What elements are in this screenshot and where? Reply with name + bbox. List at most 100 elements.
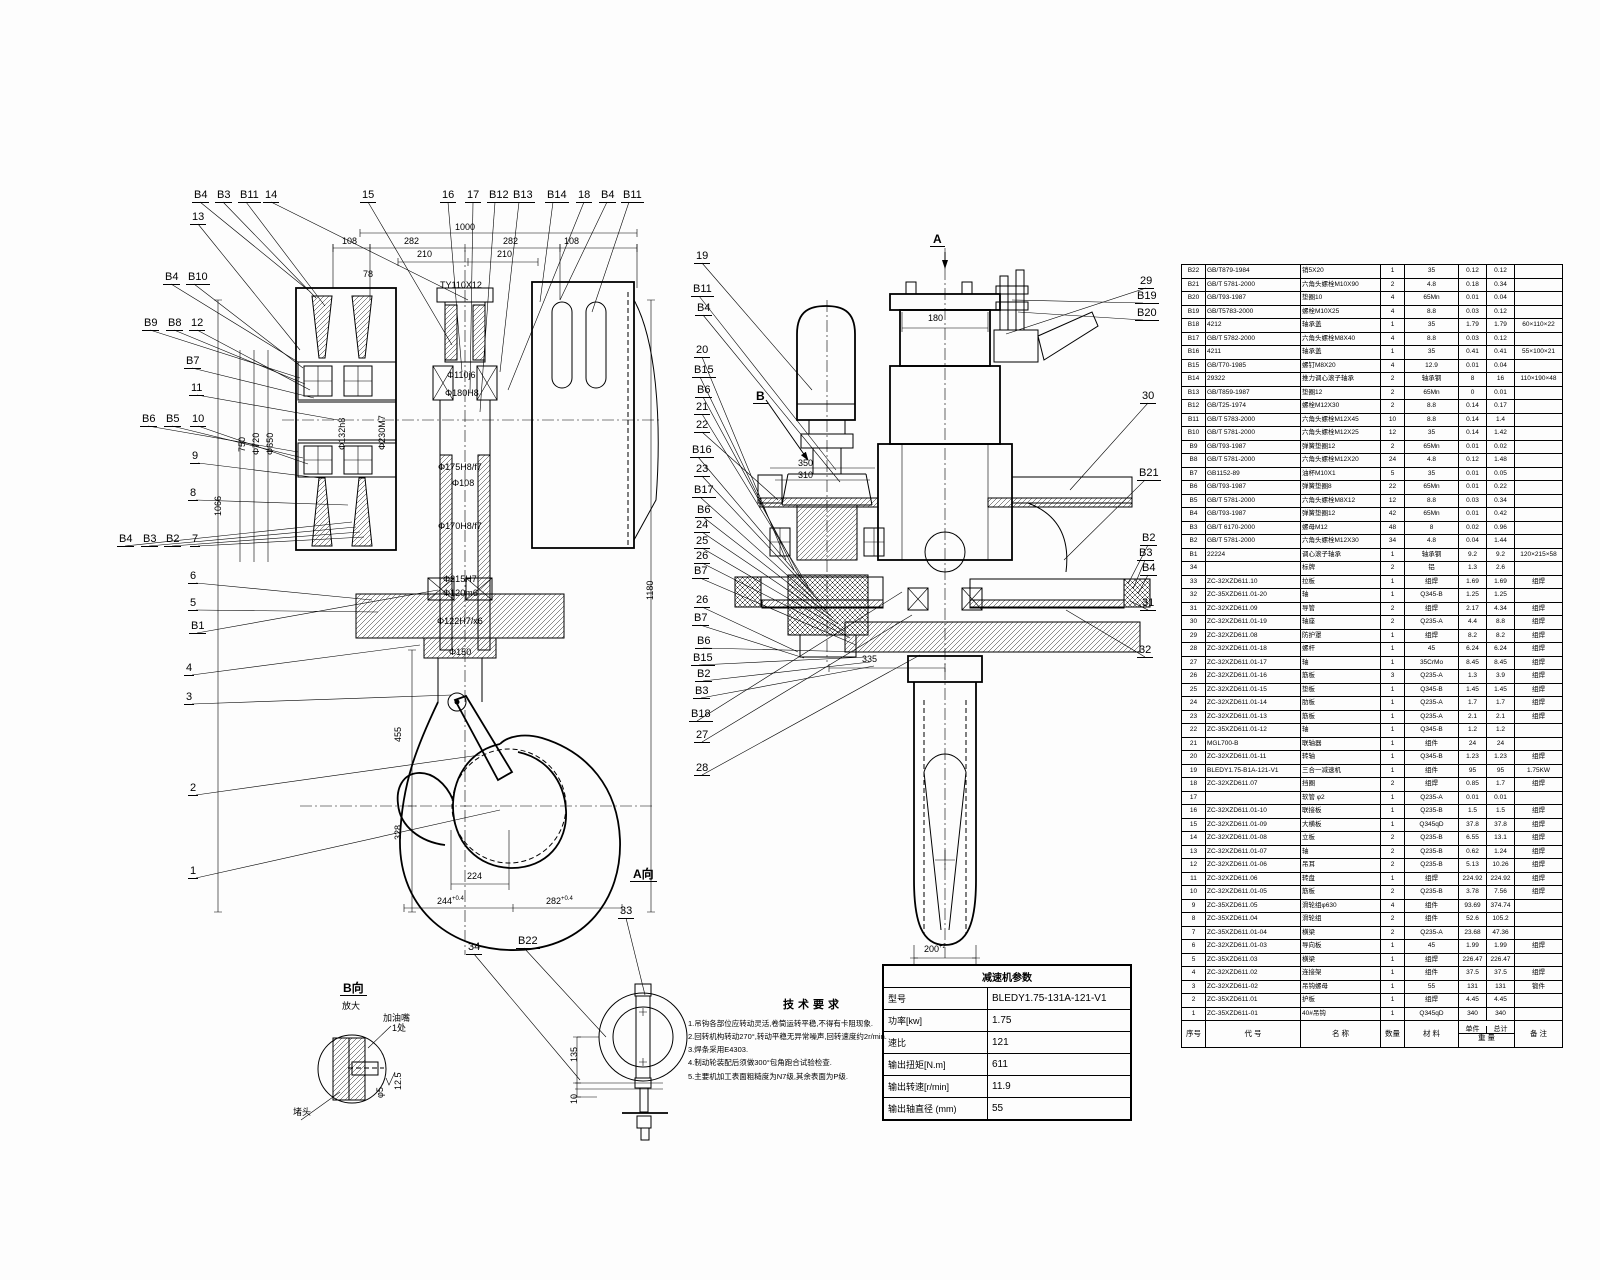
spec-param-value: 1.75	[987, 1009, 1132, 1032]
bom-cell-name: 六角头螺栓M10X90	[1300, 277, 1381, 292]
bom-cell-unit-weight: 0.14	[1458, 412, 1487, 427]
callout-7: 7	[190, 533, 201, 547]
callout-B19: B19	[1135, 290, 1159, 304]
bom-cell-total-weight: 7.56	[1486, 885, 1515, 900]
bom-cell-unit-weight: 3.78	[1458, 885, 1487, 900]
bom-cell-total-weight: 374.74	[1486, 898, 1515, 913]
bom-cell-remark: 组焊	[1514, 709, 1563, 724]
bom-cell-material: 组件	[1404, 763, 1459, 778]
bom-cell-material: 35	[1404, 426, 1459, 441]
bom-cell-no: B12	[1181, 399, 1206, 414]
bom-cell-no: 27	[1181, 655, 1206, 670]
bom-cell-unit-weight: 0.01	[1458, 358, 1487, 373]
label-244: 244+0.4	[437, 896, 464, 906]
bom-cell-qty: 1	[1380, 750, 1405, 765]
leader-21	[701, 413, 809, 587]
bom-cell-total-weight: 1.23	[1486, 750, 1515, 765]
bom-cell-total-weight: 0.34	[1486, 493, 1515, 508]
callout-B3: B3	[141, 533, 159, 547]
bom-cell-total-weight: 37.8	[1486, 817, 1515, 832]
bom-row: 22 ZC-35XZD611.01-12 轴 1 Q345-B 1.2 1.2	[1181, 723, 1563, 738]
callout-B7: B7	[184, 355, 202, 369]
spec-row: 输出轴直径 (mm) 55	[882, 1097, 1132, 1121]
bom-cell-remark: 60×110×22	[1514, 318, 1563, 333]
bom-cell-material: 4.8	[1404, 277, 1459, 292]
leader-6	[195, 582, 373, 601]
bom-cell-qty: 1	[1380, 345, 1405, 360]
bom-cell-name: 联接板	[1300, 804, 1381, 819]
bom-cell-material: 8	[1404, 520, 1459, 535]
callout-12: 12	[189, 317, 206, 331]
callout-B18: B18	[689, 708, 713, 722]
callout-B3: B3	[693, 685, 711, 699]
label-Φ215H7: Φ215H7	[443, 574, 477, 584]
bom-cell-unit-weight: 1.99	[1458, 939, 1487, 954]
bom-cell-code: BLEDY1.75-B1A-121-V1	[1205, 763, 1301, 778]
bom-cell-code: GB/T93-1987	[1205, 439, 1301, 454]
leader-B11	[698, 295, 837, 471]
label-TY110X12: TY110X12	[440, 280, 482, 290]
bom-cell-unit-weight: 8.2	[1458, 628, 1487, 643]
bom-cell-no: 11	[1181, 871, 1206, 886]
bom-cell-unit-weight: 0.04	[1458, 534, 1487, 549]
bom-cell-material: 35CrMo	[1404, 655, 1459, 670]
bom-cell-total-weight: 3.9	[1486, 669, 1515, 684]
bom-cell-no: 16	[1181, 804, 1206, 819]
bom-cell-no: 8	[1181, 912, 1206, 927]
bom-cell-no: 12	[1181, 858, 1206, 873]
bom-cell-total-weight: 0.04	[1486, 291, 1515, 306]
callout-1: 1	[188, 865, 199, 879]
label-12.5: 12.5	[393, 1072, 403, 1090]
bom-cell-no: 18	[1181, 777, 1206, 792]
bom-cell-material: Q235-A	[1404, 696, 1459, 711]
reducer-spec-table: 减速机参数 型号 BLEDY1.75-131A-121-V1 功率[kw] 1.…	[882, 964, 1132, 1121]
bom-cell-no: B20	[1181, 291, 1206, 306]
bom-row: 28 ZC-32XZD611.01-18 螺杆 1 45 6.24 6.24 组…	[1181, 642, 1563, 657]
bom-cell-unit-weight: 0.02	[1458, 520, 1487, 535]
a-view-detail	[573, 983, 688, 1141]
leader-B20	[1017, 311, 1144, 321]
tech-requirements-title: 技术要求	[783, 999, 843, 1011]
bom-cell-remark: 组焊	[1514, 871, 1563, 886]
label-282: 282+0.4	[546, 896, 573, 906]
bom-cell-remark	[1514, 1006, 1563, 1021]
label-1180: 1180	[645, 580, 655, 600]
bom-cell-qty: 1	[1380, 682, 1405, 697]
bom-cell-material: 55	[1404, 979, 1459, 994]
bom-cell-total-weight: 0.42	[1486, 507, 1515, 522]
bom-cell-no: B4	[1181, 507, 1206, 522]
leader-B9	[149, 329, 301, 379]
bom-cell-qty: 1	[1380, 547, 1405, 562]
bom-cell-total-weight: 1.7	[1486, 696, 1515, 711]
bom-cell-no: B21	[1181, 277, 1206, 292]
label-78: 78	[363, 269, 374, 279]
bom-cell-remark: 组焊	[1514, 574, 1563, 589]
callout-B5: B5	[164, 413, 182, 427]
bom-cell-unit-weight: 0.12	[1458, 264, 1487, 279]
bom-cell-material: Q235-B	[1404, 804, 1459, 819]
bom-cell-total-weight: 1.45	[1486, 682, 1515, 697]
bom-cell-total-weight: 0.12	[1486, 331, 1515, 346]
callout-13: 13	[190, 211, 207, 225]
leader-7	[197, 536, 365, 547]
spec-param-value: 121	[987, 1031, 1132, 1054]
leader-18	[507, 201, 585, 391]
bom-cell-qty: 2	[1380, 277, 1405, 292]
callout-B21: B21	[1137, 467, 1161, 481]
bom-cell-no: B2	[1181, 534, 1206, 549]
bom-row: 4 ZC-32XZD611.02 连接架 1 组件 37.5 37.5 组焊	[1181, 966, 1563, 981]
label-335: 335	[862, 654, 878, 664]
bom-cell-code: GB/T 5781-2000	[1205, 277, 1301, 292]
tech-requirement-item: 1.吊钩各部位应转动灵活,卷筒运转平稳,不得有卡阻现象.	[688, 1019, 874, 1028]
bom-cell-code: ZC-32XZD611.01-06	[1205, 858, 1301, 873]
bom-row: B22 GB/T879-1984 销5X20 1 35 0.12 0.12	[1181, 264, 1563, 279]
bom-cell-qty: 24	[1380, 453, 1405, 468]
bom-cell-qty: 1	[1380, 952, 1405, 967]
bom-cell-remark	[1514, 439, 1563, 454]
bom-cell-remark	[1514, 925, 1563, 940]
bom-row: B6 GB/T93-1987 弹簧垫圈8 22 65Mn 0.01 0.22	[1181, 480, 1563, 495]
leader-8	[195, 499, 349, 506]
bom-cell-name: 40#吊钩	[1300, 1006, 1381, 1021]
bom-cell-no: 31	[1181, 601, 1206, 616]
